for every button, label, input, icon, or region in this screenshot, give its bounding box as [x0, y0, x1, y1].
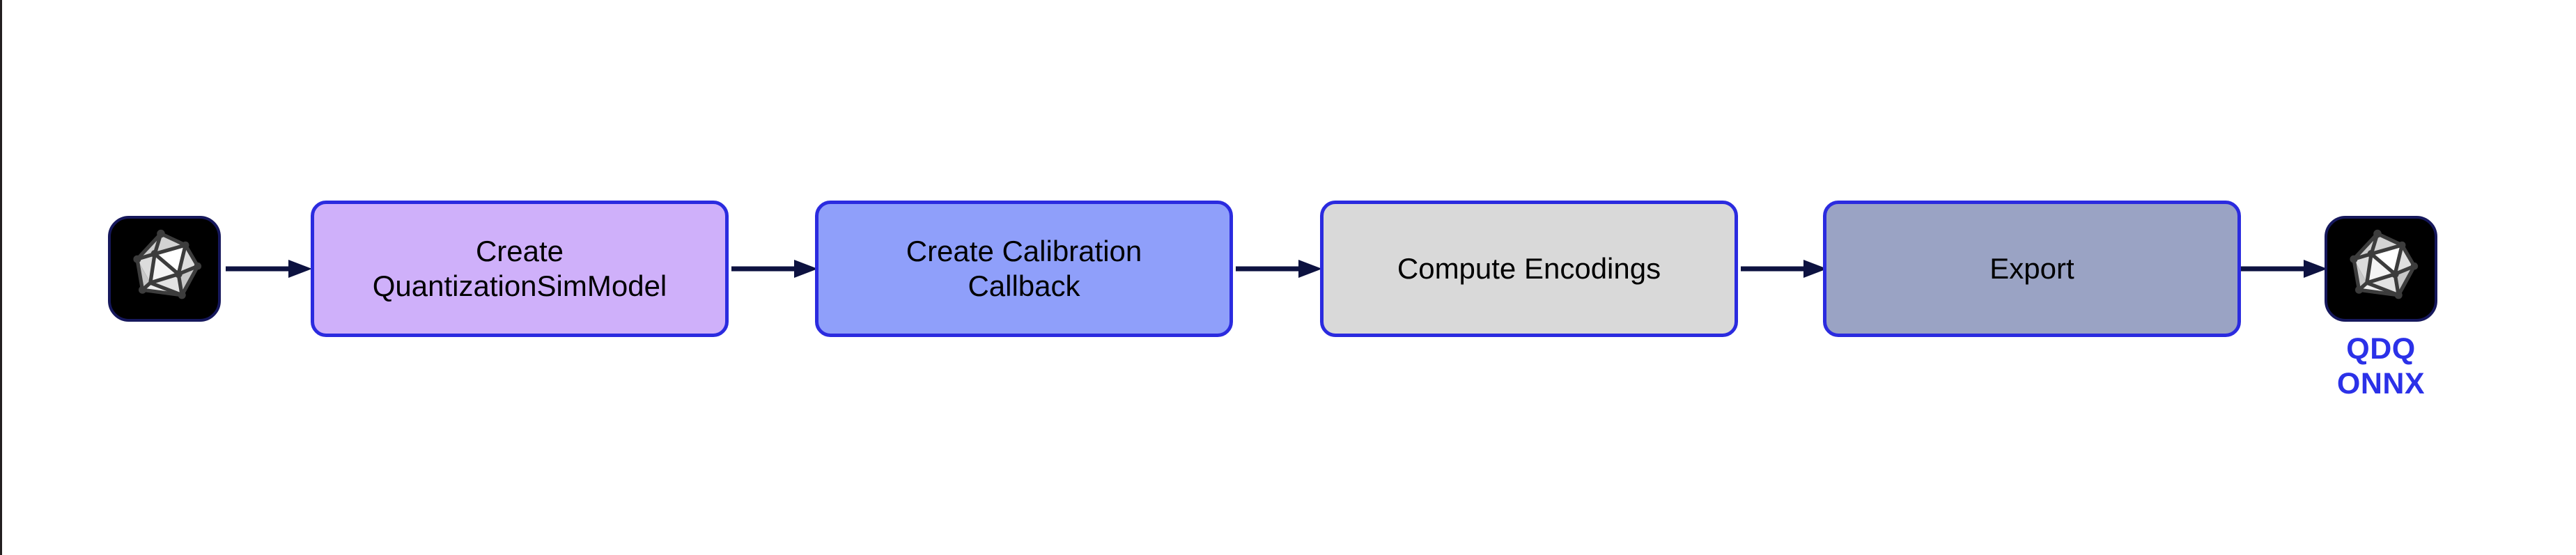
step-compute-encodings[interactable]: Compute Encodings	[1320, 201, 1738, 337]
node-output-model[interactable]: QDQ ONNX	[2325, 216, 2437, 400]
canvas-left-edge	[0, 0, 2, 555]
onnx-logo-icon	[2325, 216, 2437, 322]
step-export[interactable]: Export	[1823, 201, 2241, 337]
arrow-create-sim-to-calibration	[730, 258, 819, 279]
arrow-export-to-output-model	[2240, 258, 2329, 279]
arrow-input-to-create-sim	[224, 258, 313, 279]
step-create-quantization-sim-model[interactable]: Create QuantizationSimModel	[311, 201, 729, 337]
step-create-calibration-callback[interactable]: Create Calibration Callback	[815, 201, 1233, 337]
node-input-model[interactable]	[108, 216, 221, 322]
onnx-logo-icon	[108, 216, 221, 322]
output-model-label: QDQ ONNX	[2336, 332, 2426, 400]
arrow-compute-encodings-to-export	[1739, 258, 1829, 279]
arrow-calibration-to-compute-encodings	[1234, 258, 1324, 279]
